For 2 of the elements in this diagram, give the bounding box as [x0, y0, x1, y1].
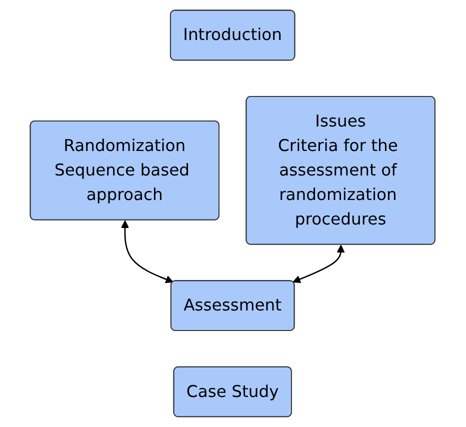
- arrow: [293, 244, 346, 284]
- arrow: [121, 220, 174, 284]
